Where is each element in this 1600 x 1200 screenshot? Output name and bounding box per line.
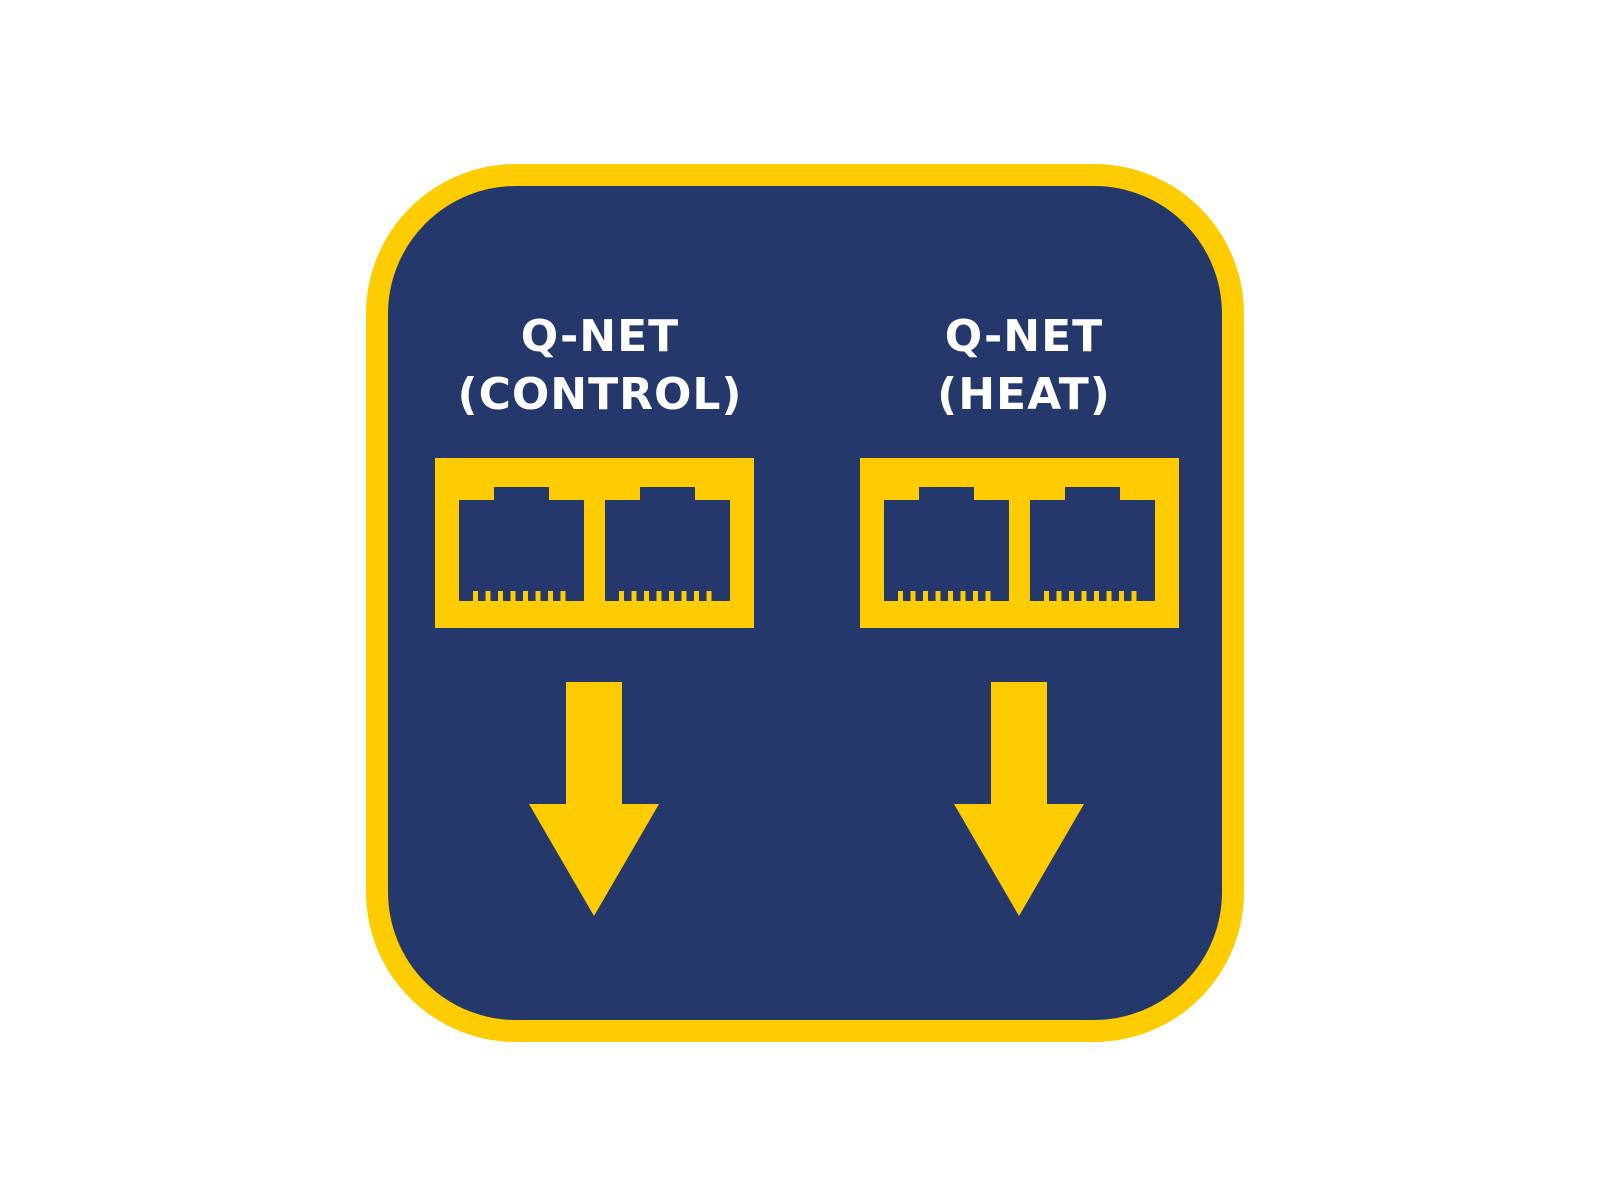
contact-pin [1094, 591, 1099, 601]
contact-pin [535, 591, 541, 601]
contact-pin [656, 591, 662, 601]
contact-pin [1069, 591, 1074, 601]
contact-pin [1106, 591, 1112, 601]
contact-pin [985, 591, 991, 601]
port-label-control: Q-NET (CONTROL) [410, 308, 790, 424]
dual-rj45-port-icon [860, 458, 1179, 628]
contact-pin [898, 591, 903, 601]
contact-pin [644, 591, 649, 601]
contact-pins [898, 591, 991, 601]
contact-pin [510, 591, 516, 601]
rj45-socket-left [884, 487, 1009, 601]
contact-pin [523, 591, 528, 601]
contact-pin [1119, 591, 1124, 601]
contact-pin [619, 591, 624, 601]
contact-pin [669, 591, 674, 601]
rj45-socket-left [459, 487, 584, 601]
contact-pin [694, 591, 699, 601]
contact-pin [923, 591, 928, 601]
arrow-shape [954, 682, 1084, 916]
contact-pin [1056, 591, 1062, 601]
contact-pin [681, 591, 687, 601]
contact-pins [1044, 591, 1137, 601]
contact-pin [948, 591, 953, 601]
port-label-heat: Q-NET (HEAT) [834, 308, 1214, 424]
rj45-socket-right [1030, 487, 1155, 601]
contact-pin [973, 591, 978, 601]
arrow-down-icon [954, 682, 1084, 916]
dual-rj45-port-icon [435, 458, 754, 628]
contact-pins [619, 591, 712, 601]
port-label-line1: Q-NET [520, 311, 680, 362]
arrow-shape [529, 682, 659, 916]
port-label-line2: (CONTROL) [457, 369, 743, 420]
contact-pin [485, 591, 491, 601]
contact-pin [560, 591, 566, 601]
contact-pin [1081, 591, 1087, 601]
contact-pin [473, 591, 478, 601]
contact-pin [631, 591, 637, 601]
contact-pins [473, 591, 566, 601]
contact-pin [1044, 591, 1049, 601]
contact-pin [706, 591, 712, 601]
arrow-down-icon [529, 682, 659, 916]
rj45-socket-right [605, 487, 730, 601]
contact-pin [498, 591, 503, 601]
port-label-line2: (HEAT) [937, 369, 1111, 420]
contact-pin [960, 591, 966, 601]
contact-pin [935, 591, 941, 601]
contact-pin [548, 591, 553, 601]
contact-pin [910, 591, 916, 601]
contact-pin [1131, 591, 1137, 601]
port-label-line1: Q-NET [944, 311, 1104, 362]
